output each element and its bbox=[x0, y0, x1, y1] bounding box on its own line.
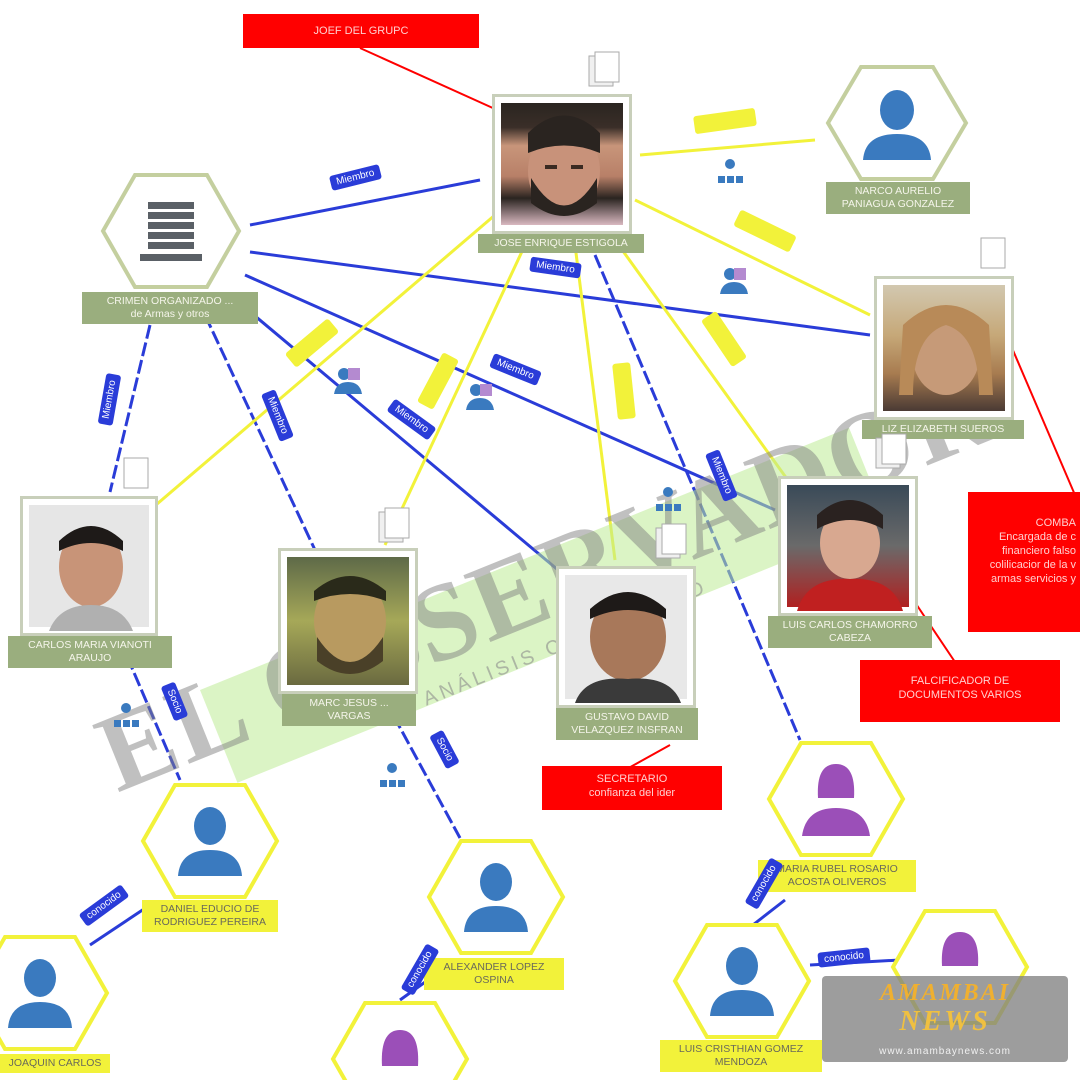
group-icon bbox=[720, 268, 748, 294]
edge-secretario-label bbox=[624, 744, 671, 771]
edge-org-gustavo bbox=[229, 293, 571, 582]
edge-jose-liz bbox=[634, 198, 871, 317]
node-y1 bbox=[140, 783, 280, 899]
edge-jefe-label bbox=[359, 47, 516, 119]
org-node bbox=[100, 173, 242, 289]
face-carlos bbox=[49, 526, 133, 631]
group-icon bbox=[466, 384, 494, 410]
label-luis: LUIS CARLOS CHAMORRO CABEZA bbox=[768, 616, 932, 648]
photo-carlos[interactable] bbox=[20, 496, 158, 636]
amambay-news-logo: AMAMBAI NEWS www.amambaynews.com bbox=[822, 976, 1068, 1062]
logo-line1: AMAMBAI bbox=[879, 980, 1011, 1006]
org-label: Crimen Organizado ... de Armas y otros bbox=[82, 292, 258, 324]
label-y5: JOAQUIN CARLOS bbox=[0, 1054, 110, 1073]
org-chart-icon bbox=[718, 159, 743, 183]
node-y6 bbox=[330, 1001, 470, 1080]
edge-org-liz bbox=[249, 250, 871, 337]
edge-jose-narco bbox=[639, 138, 816, 157]
person-female-icon bbox=[802, 764, 870, 836]
org-chart-icon bbox=[380, 763, 405, 787]
document-icon-marc bbox=[378, 507, 410, 543]
person-icon bbox=[464, 863, 528, 932]
node-y4 bbox=[672, 923, 812, 1039]
node-y5 bbox=[0, 935, 110, 1051]
building-icon bbox=[140, 202, 202, 261]
label-y4: LUIS CRISTHIAN GOMEZ MENDOZA bbox=[660, 1040, 822, 1072]
document-icon-carlos bbox=[123, 457, 149, 489]
document-icon-gustavo bbox=[655, 523, 687, 559]
label-gustavo: GUSTAVO DAVID VELAZQUEZ INSFRAN bbox=[556, 708, 698, 740]
document-icon-jose bbox=[588, 51, 620, 87]
person-female-icon bbox=[941, 932, 979, 966]
document-icon-liz bbox=[980, 237, 1006, 269]
face-jose bbox=[528, 115, 600, 216]
person-icon bbox=[178, 807, 242, 876]
photo-luis[interactable] bbox=[778, 476, 918, 616]
org-chart-icon bbox=[114, 703, 139, 727]
edge-y1-y5 bbox=[89, 903, 151, 947]
label-carlos: CARLOS MARIA VIANOTI ARAUJO bbox=[8, 636, 172, 668]
document-icon-luis bbox=[875, 433, 907, 469]
group-icon bbox=[334, 368, 362, 394]
label-jose: JOSE ENRIQUE ESTIGOLA bbox=[478, 234, 644, 253]
edge-org-carlos bbox=[108, 324, 152, 493]
label-falsificador: FALCIFICADOR DE DOCUMENTOS VARIOS bbox=[860, 660, 1060, 722]
face-liz bbox=[899, 305, 993, 395]
org-chart-icon bbox=[656, 487, 681, 511]
label-y3: MARIA RUBEL ROSARIO ACOSTA OLIVEROS bbox=[758, 860, 916, 892]
photo-jose[interactable] bbox=[492, 94, 632, 234]
logo-url: www.amambaynews.com bbox=[879, 1046, 1011, 1057]
edge-jose-luis bbox=[613, 239, 797, 491]
node-y2 bbox=[426, 839, 566, 955]
edge-jose-gustavo bbox=[573, 244, 617, 561]
node-narco bbox=[825, 65, 969, 181]
edge-org-jose bbox=[249, 178, 481, 227]
person-icon bbox=[8, 959, 72, 1028]
label-marc: MARC JESUS ... VARGAS bbox=[282, 694, 416, 726]
photo-liz[interactable] bbox=[874, 276, 1014, 420]
label-y1: DANIEL EDUCIO DE RODRIGUEZ PEREIRA bbox=[142, 900, 278, 932]
photo-gustavo[interactable] bbox=[556, 566, 696, 708]
edge-org-marc bbox=[203, 314, 317, 551]
node-y3 bbox=[766, 741, 906, 857]
logo-line2: NEWS bbox=[899, 1006, 991, 1037]
photo-marc[interactable] bbox=[278, 548, 418, 694]
face-luis bbox=[797, 500, 903, 611]
label-secretario: SECRETARIO confianza del ider bbox=[542, 766, 722, 810]
label-jefe-del-grupo: JOEF DEL GRUPC bbox=[243, 14, 479, 48]
edge-jose-carlos bbox=[149, 213, 496, 512]
person-icon bbox=[710, 947, 774, 1016]
label-y2: ALEXANDER LOPEZ OSPINA bbox=[424, 958, 564, 990]
label-narco: NARCO AURELIO PANIAGUA GONZALEZ bbox=[826, 182, 970, 214]
person-female-icon bbox=[381, 1030, 419, 1066]
person-icon bbox=[863, 90, 931, 160]
face-gustavo bbox=[575, 592, 681, 703]
face-marc bbox=[314, 576, 386, 674]
edge-jose-marc bbox=[383, 244, 527, 546]
label-comba: COMBA Encargada de c financiero falso co… bbox=[968, 492, 1080, 632]
